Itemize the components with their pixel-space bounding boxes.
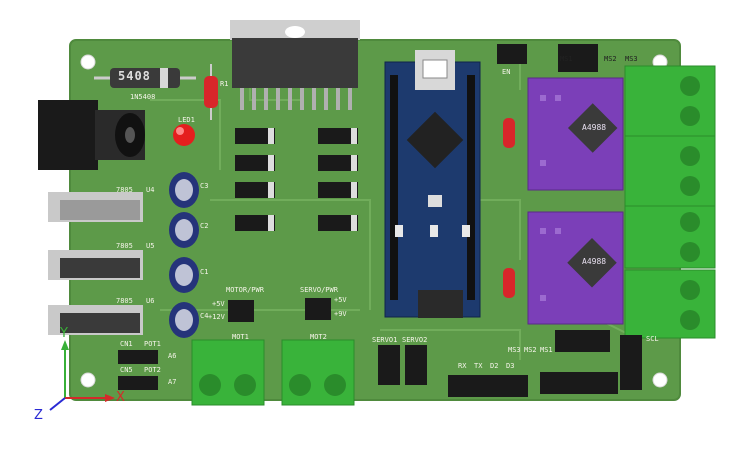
diode-1n5408 — [94, 68, 196, 88]
i2c-label: SCL — [646, 335, 659, 343]
pot-header-2: CN5 — [120, 366, 133, 374]
motor-driver-ic — [230, 20, 360, 110]
pot-header-1: CN1 — [120, 340, 133, 348]
cap-label-1: C3 — [200, 182, 209, 190]
header-label-d2: D2 — [490, 362, 499, 370]
stepper-driver-1 — [527, 77, 624, 191]
driver-chip-label-2: A4988 — [582, 257, 607, 266]
cap-label-2: C2 — [200, 222, 209, 230]
pot-label-1: POT1 — [144, 340, 161, 348]
axis-label-x: X — [116, 390, 125, 405]
resistor-r1 — [204, 64, 218, 120]
terminal-label-mot1: MOT1 — [232, 333, 249, 341]
axis-label-y: Y — [60, 326, 68, 341]
motor-pwr-title: MOTOR/PWR — [226, 286, 264, 294]
pin-headers — [118, 44, 642, 397]
stepper-driver-2 — [527, 211, 624, 325]
regulator-label-2: 7805 — [116, 242, 133, 250]
driver-pin-ms1-bottom: MS1 — [540, 346, 553, 354]
diode-array-left — [235, 128, 275, 231]
resistor-label: R1 — [220, 80, 229, 88]
diode-label: 1N5408 — [130, 93, 156, 101]
driver-pin-ms2-top: MS2 — [604, 55, 617, 63]
led — [173, 124, 195, 146]
regulator-ref-1: U4 — [146, 186, 155, 194]
axis-label-z: Z — [34, 408, 43, 423]
analog-pin-a7: A7 — [168, 378, 177, 386]
electrolytic-capacitors — [169, 172, 199, 338]
driver-pin-ms2-bottom: MS2 — [524, 346, 537, 354]
cap-label-3: C1 — [200, 268, 209, 276]
axis-gizmo — [49, 340, 115, 411]
driver-chip-label-1: A4988 — [582, 123, 607, 132]
servo-pwr-title: SERVO/PWR — [300, 286, 338, 294]
diode-array-right — [318, 128, 358, 231]
header-label-tx: TX — [474, 362, 483, 370]
servo-label-2: SERVO2 — [402, 336, 428, 344]
regulator-label-3: 7805 — [116, 297, 133, 305]
servo-pwr-opt-1: +5V — [334, 296, 347, 304]
en-label: EN — [502, 68, 511, 76]
dc-power-jack — [38, 100, 145, 170]
header-label-d3: D3 — [506, 362, 515, 370]
driver-pin-ms3-bottom: MS3 — [508, 346, 521, 354]
motor-pwr-opt-1: +5V — [212, 300, 225, 308]
motor-pwr-opt-2: +12V — [208, 313, 225, 321]
driver-pin-ms1-top: MS1 — [560, 55, 573, 63]
voltage-regulators — [48, 192, 143, 335]
terminal-blocks-right — [624, 65, 716, 339]
diode-body-label: 5408 — [118, 69, 151, 83]
cap-label-4: C4 — [200, 312, 209, 320]
arduino-nano — [384, 50, 481, 318]
servo-label-1: SERVO1 — [372, 336, 398, 344]
regulator-label-1: 7805 — [116, 186, 133, 194]
pot-label-2: POT2 — [144, 366, 161, 374]
resistors-side — [503, 118, 515, 298]
regulator-ref-2: U5 — [146, 242, 155, 250]
driver-pin-ms3-top: MS3 — [625, 55, 638, 63]
header-label-rx: RX — [458, 362, 467, 370]
servo-pwr-opt-2: +9V — [334, 310, 347, 318]
regulator-ref-3: U6 — [146, 297, 155, 305]
led-label: LED1 — [178, 116, 195, 124]
terminal-label-mot2: MOT2 — [310, 333, 327, 341]
analog-pin-a6: A6 — [168, 352, 177, 360]
terminal-blocks-bottom — [191, 339, 355, 406]
